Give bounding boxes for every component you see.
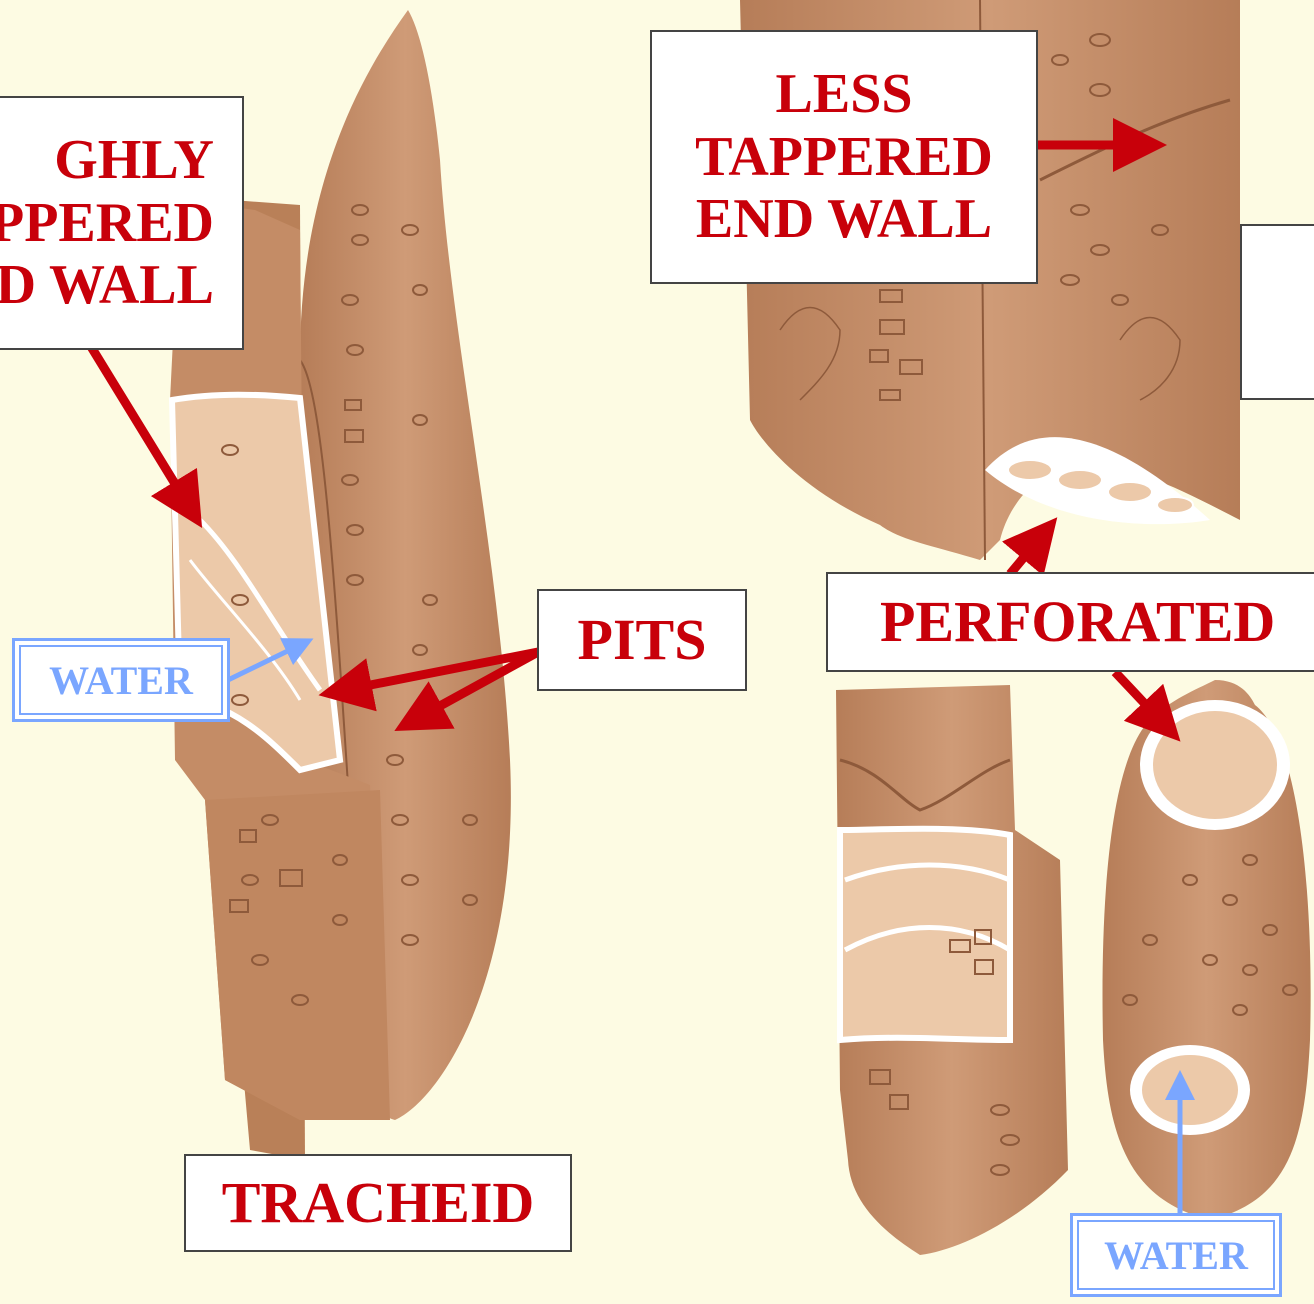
- label-highly-tapered-end-wall: GHLY PPERED D WALL: [0, 96, 244, 350]
- label-highly-line-3: D WALL: [0, 254, 214, 317]
- vessel-bottom-lumen: [840, 829, 1010, 1040]
- label-cropped-right: [1240, 224, 1314, 400]
- label-less-tapered-end-wall: LESS TAPPERED END WALL: [650, 30, 1038, 284]
- label-less-line-3: END WALL: [696, 188, 992, 251]
- label-water-right: WATER: [1070, 1213, 1282, 1297]
- label-highly-line-2: PPERED: [0, 192, 214, 255]
- tracheid-cell-lower: [205, 790, 390, 1120]
- label-tracheid: TRACHEID: [184, 1154, 572, 1252]
- label-pits: PITS: [537, 589, 747, 691]
- vessel-bottom-illustration: [836, 680, 1311, 1255]
- label-less-line-1: LESS: [776, 63, 913, 126]
- arrow-perforated-down: [1115, 672, 1162, 722]
- label-highly-line-1: GHLY: [54, 129, 214, 192]
- arrow-perforated-up: [1010, 538, 1040, 574]
- label-less-line-2: TAPPERED: [695, 126, 993, 189]
- label-perforated: PERFORATED: [826, 572, 1314, 672]
- label-water-left: WATER: [12, 638, 230, 722]
